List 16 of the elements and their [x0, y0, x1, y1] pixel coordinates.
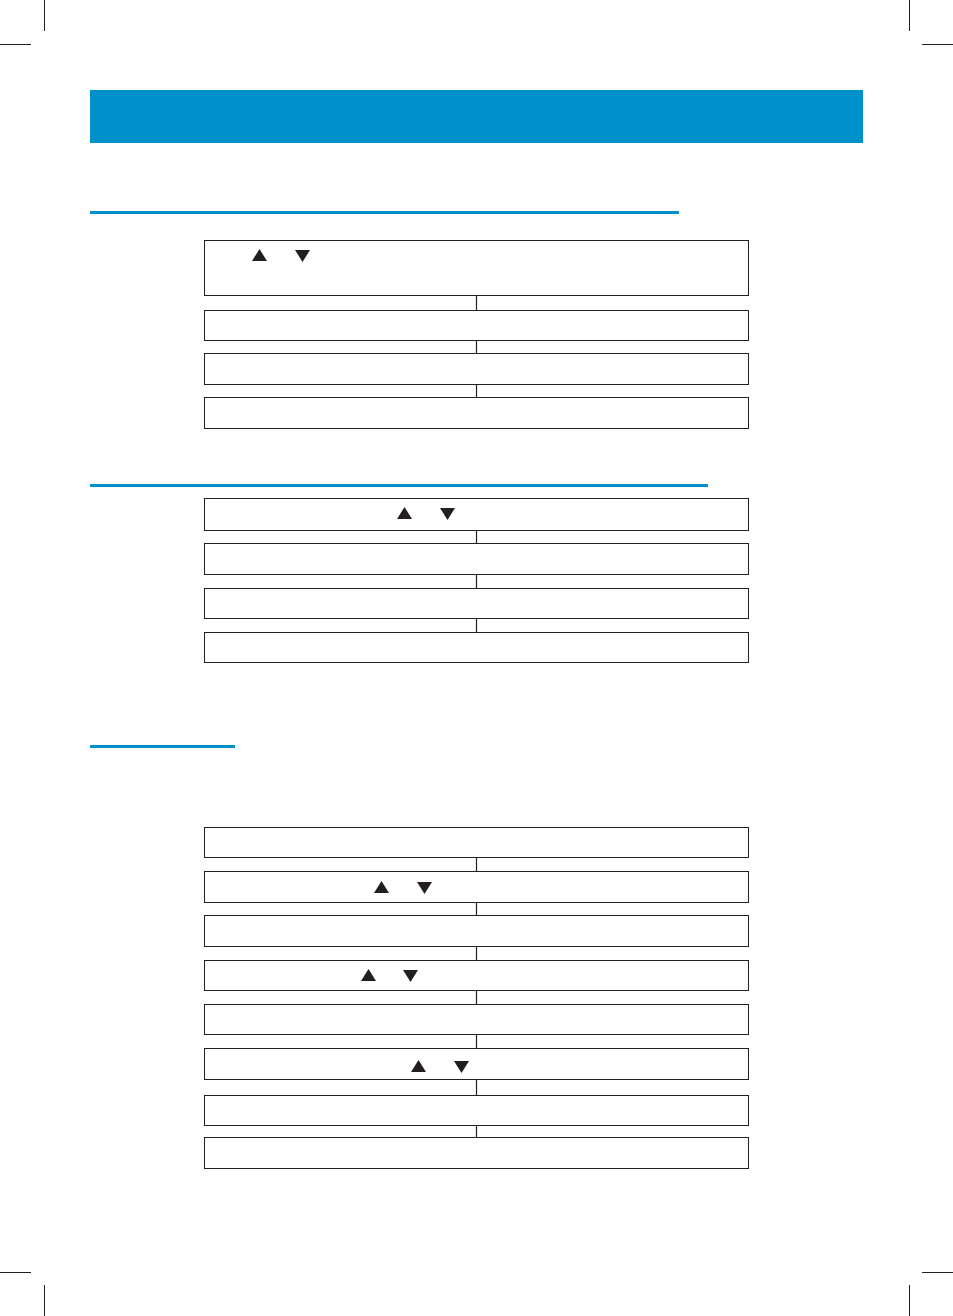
step-box	[204, 310, 749, 341]
step-box	[204, 1048, 749, 1080]
step-box	[204, 632, 749, 663]
step-box	[204, 960, 749, 991]
step-box	[204, 397, 749, 429]
step-box	[204, 588, 749, 619]
step-box	[204, 498, 749, 531]
step-box	[204, 1095, 749, 1126]
step-box	[204, 871, 749, 903]
step-box	[204, 915, 749, 947]
step-box	[204, 1004, 749, 1035]
step-box	[204, 543, 749, 575]
step-box	[204, 353, 749, 385]
step-box	[204, 1137, 749, 1169]
step-box	[204, 827, 749, 858]
step-box	[204, 240, 749, 296]
